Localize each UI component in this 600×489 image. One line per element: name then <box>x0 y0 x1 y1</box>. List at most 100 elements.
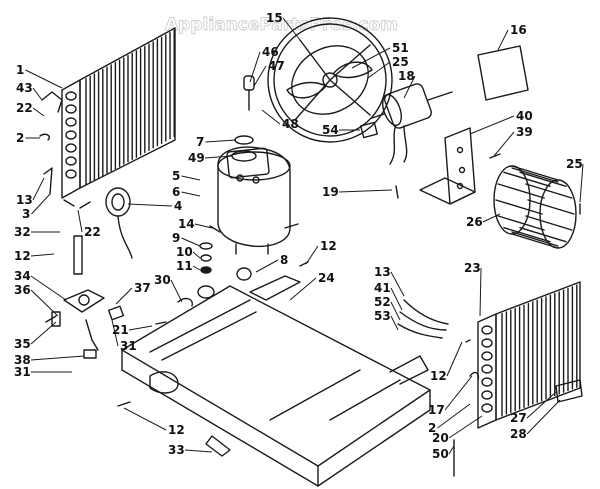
leader-line <box>31 193 51 215</box>
leader-line <box>32 107 45 117</box>
leader-line <box>77 209 83 233</box>
filter-texture <box>505 64 508 67</box>
filter-texture <box>492 60 495 63</box>
filter-texture <box>489 83 492 85</box>
blower-vane <box>527 199 575 215</box>
filter-texture <box>487 69 490 71</box>
filter-texture <box>515 48 517 50</box>
callout-label: 31 <box>14 365 31 379</box>
filter-texture <box>497 88 499 91</box>
valve-assembly <box>51 235 125 359</box>
leader-line <box>289 277 317 301</box>
blower-vane <box>511 231 559 247</box>
callout-label: 20 <box>432 431 449 445</box>
tube-bend <box>481 390 493 400</box>
callout-label: 7 <box>196 135 204 149</box>
filter-texture <box>521 83 523 85</box>
tube-bend <box>65 117 77 127</box>
filter-texture <box>504 57 507 60</box>
blower-vane <box>495 199 543 215</box>
leader-line <box>123 407 167 431</box>
leader-line <box>184 449 213 453</box>
blower-vane <box>525 215 573 231</box>
leader-line <box>526 399 561 435</box>
callout-label: 26 <box>466 215 483 229</box>
callout-label: 40 <box>516 109 533 123</box>
leader-line <box>32 177 45 201</box>
callout-label: 37 <box>134 281 151 295</box>
callout-label: 34 <box>14 269 31 283</box>
callout-label: 54 <box>322 123 339 137</box>
tube-bend <box>481 338 493 348</box>
leader-line <box>351 47 391 69</box>
tube-bend <box>481 351 493 361</box>
leader-line <box>194 223 213 229</box>
leader-line <box>170 279 183 303</box>
leader-line <box>444 375 473 411</box>
callout-label: 18 <box>398 69 415 83</box>
callout-label: 12 <box>168 423 185 437</box>
callout-label: 4 <box>174 199 182 213</box>
callout-label: 12 <box>320 239 337 253</box>
leader-line <box>30 253 55 257</box>
tube-bend <box>65 91 77 101</box>
callout-label: 8 <box>280 253 288 267</box>
callout-label: 16 <box>510 23 527 37</box>
filter-texture <box>516 55 519 57</box>
leader-line <box>493 131 515 157</box>
filter-texture <box>519 76 522 78</box>
condenser-coil <box>477 281 581 429</box>
leader-line <box>181 191 201 197</box>
leader-line <box>403 75 416 99</box>
blower-vane <box>511 167 559 183</box>
blower-vane <box>503 171 551 187</box>
callout-label: 38 <box>14 353 31 367</box>
leader-line <box>205 139 237 143</box>
leader-line <box>282 17 301 41</box>
leader-line <box>579 163 584 203</box>
leader-line <box>469 115 515 135</box>
callout-label: 47 <box>268 59 285 73</box>
callout-label: 33 <box>168 443 185 457</box>
filter-texture <box>503 87 505 90</box>
callout-label: 13 <box>374 265 391 279</box>
callout-label: 46 <box>262 45 279 59</box>
leader-line <box>30 321 57 345</box>
callout-label: 36 <box>14 283 31 297</box>
callout-label: 13 <box>16 193 33 207</box>
filter-texture <box>518 69 521 71</box>
tube-bend <box>65 130 77 140</box>
leader-line <box>497 29 509 51</box>
leader-line <box>30 355 85 361</box>
motor-bracket <box>419 127 476 205</box>
tube-bend <box>65 143 77 153</box>
leader-line <box>111 319 119 347</box>
filter-texture <box>485 55 487 57</box>
filter-texture <box>510 56 513 59</box>
filter-texture <box>513 77 516 80</box>
callout-label: 28 <box>510 427 527 441</box>
callout-label: 48 <box>282 117 299 131</box>
tube-bend <box>65 104 77 114</box>
blower-vane <box>519 171 567 187</box>
evaporator-coil <box>61 27 176 199</box>
callout-label: 23 <box>464 261 481 275</box>
leader-line <box>448 415 483 439</box>
filter-texture <box>503 50 505 53</box>
callout-label: 3 <box>22 207 30 221</box>
leader-line <box>30 275 67 301</box>
blower-vane <box>519 227 567 243</box>
leader-line <box>437 403 471 429</box>
leader-line <box>390 287 403 311</box>
leader-line <box>30 289 59 317</box>
callout-label: 43 <box>16 81 33 95</box>
compressor <box>209 146 299 255</box>
blower-vane <box>497 215 545 231</box>
filter-texture <box>512 70 515 73</box>
callout-label: 17 <box>428 403 445 417</box>
filter-texture <box>515 84 517 87</box>
filter-texture <box>498 59 501 62</box>
tube-bend <box>481 403 493 413</box>
callout-label: 25 <box>392 55 409 69</box>
